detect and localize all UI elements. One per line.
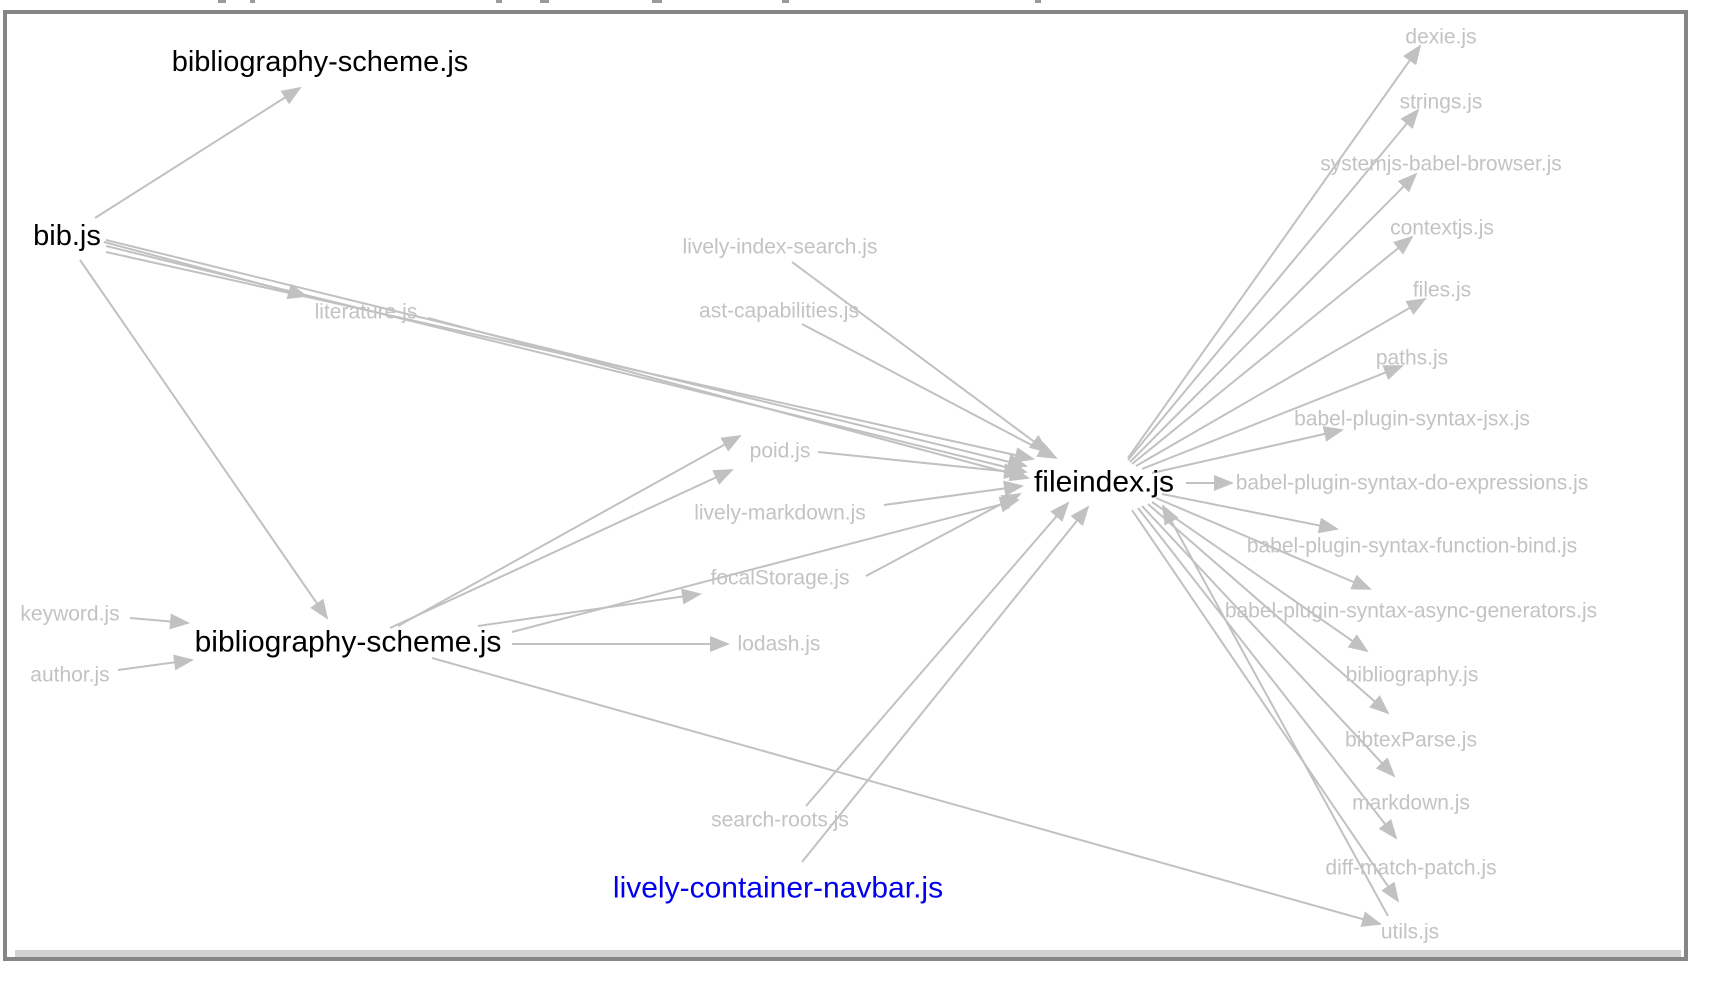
node-search-roots-js[interactable]: search-roots.js: [711, 809, 849, 832]
edge-bib-js-to-bibliography-scheme-top: [94, 86, 302, 219]
cropped-text-fragments: [250, 0, 255, 3]
cropped-text-fragments: [1035, 0, 1041, 3]
graph-panel-border: [3, 10, 1688, 961]
node-bib-js[interactable]: bib.js: [33, 220, 101, 252]
edge-fileindex-js-to-contextjs-js: [1131, 235, 1414, 465]
cropped-text-fragments: [218, 0, 226, 3]
node-bibtexParse-js[interactable]: bibtexParse.js: [1345, 729, 1477, 752]
node-author-js[interactable]: author.js: [30, 664, 109, 687]
edge-fileindex-js-to-utils-js: [1131, 509, 1400, 903]
node-bibliography-js[interactable]: bibliography.js: [1346, 664, 1479, 687]
node-bibliography-scheme-top[interactable]: bibliography-scheme.js: [172, 46, 469, 78]
edge-focalStorage-js-to-fileindex-js: [865, 493, 1022, 577]
edge-fileindex-js-to-strings-js: [1127, 108, 1420, 461]
cropped-text-fragments: [540, 0, 549, 3]
edge-fileindex-js-to-babel-plugin-syntax-jsx-js: [1151, 426, 1344, 474]
node-files-js[interactable]: files.js: [1413, 279, 1471, 302]
node-lively-container-navbar-js[interactable]: lively-container-navbar.js: [613, 872, 943, 905]
node-diff-match-patch-js[interactable]: diff-match-patch.js: [1325, 857, 1496, 880]
edge-author-js-to-bibliography-scheme-js: [117, 654, 194, 671]
edge-bibliography-scheme-js-to-poid-js: [397, 435, 742, 627]
horizontal-scrollbar[interactable]: [15, 950, 1681, 957]
node-literature-js[interactable]: literature.js: [315, 301, 418, 324]
edge-bib-js-to-fileindex-js: [105, 245, 1028, 476]
node-focalStorage-js[interactable]: focalStorage.js: [711, 567, 850, 590]
edge-literature-js-to-fileindex-js: [427, 317, 1030, 482]
edge-fileindex-js-to-files-js: [1135, 297, 1427, 467]
edge-lively-markdown-js-to-fileindex-js: [883, 480, 1024, 506]
edge-fileindex-js-to-dexie-js: [1127, 44, 1422, 459]
node-markdown-js[interactable]: markdown.js: [1352, 792, 1470, 815]
edge-bibliography-scheme-js-to-poid-js: [389, 469, 734, 629]
node-babel-plugin-syntax-async-generators-js[interactable]: babel-plugin-syntax-async-generators.js: [1225, 600, 1597, 623]
edge-bibliography-scheme-js-to-utils-js: [431, 657, 1382, 927]
node-strings-js[interactable]: strings.js: [1400, 91, 1483, 114]
edge-fileindex-js-to-markdown-js: [1141, 505, 1396, 778]
cropped-text-fragments: [496, 0, 502, 3]
node-lodash-js[interactable]: lodash.js: [738, 633, 821, 656]
edge-fileindex-js-to-babel-plugin-syntax-async-generators-js: [1155, 497, 1372, 590]
node-contextjs-js[interactable]: contextjs.js: [1390, 217, 1494, 240]
edge-lively-container-navbar-js-to-fileindex-js: [801, 505, 1090, 863]
node-babel-plugin-syntax-jsx-js[interactable]: babel-plugin-syntax-jsx.js: [1294, 408, 1530, 431]
node-lively-index-search-js[interactable]: lively-index-search.js: [683, 236, 878, 259]
edge-search-roots-js-to-fileindex-js: [805, 501, 1070, 807]
edges-layer: [79, 44, 1427, 927]
edge-keyword-js-to-bibliography-scheme-js: [129, 613, 190, 630]
edge-utils-js-to-fileindex-js: [1162, 504, 1389, 917]
cropped-text-fragments: [782, 0, 789, 3]
cropped-text-fragments: [652, 0, 662, 3]
edge-fileindex-js-to-bibliography-js: [1151, 501, 1369, 653]
node-fileindex-js[interactable]: fileindex.js: [1034, 466, 1174, 499]
edge-fileindex-js-to-bibtexParse-js: [1147, 503, 1390, 715]
node-keyword-js[interactable]: keyword.js: [20, 603, 119, 626]
edge-poid-js-to-fileindex-js: [817, 451, 1024, 480]
node-lively-markdown-js[interactable]: lively-markdown.js: [694, 502, 866, 525]
edge-fileindex-js-to-diff-match-patch-js: [1137, 507, 1398, 840]
node-ast-capabilities-js[interactable]: ast-capabilities.js: [699, 300, 859, 323]
edge-bib-js-to-fileindex-js: [105, 239, 1028, 470]
node-utils-js[interactable]: utils.js: [1381, 921, 1439, 944]
node-babel-plugin-syntax-do-expressions-js[interactable]: babel-plugin-syntax-do-expressions.js: [1236, 472, 1589, 495]
nodes-layer: bibliography-scheme.js bib.js fileindex.js…: [20, 26, 1597, 944]
edge-ast-capabilities-js-to-fileindex-js: [801, 323, 1058, 459]
edge-lively-index-search-js-to-fileindex-js: [791, 261, 1050, 454]
node-paths-js[interactable]: paths.js: [1376, 347, 1448, 370]
edge-bibliography-scheme-js-to-fileindex-js: [511, 496, 1020, 633]
edge-bib-js-to-bibliography-scheme-js: [79, 259, 329, 620]
edge-fileindex-js-to-paths-js: [1141, 365, 1404, 470]
node-babel-plugin-syntax-function-bind-js[interactable]: babel-plugin-syntax-function-bind.js: [1247, 535, 1577, 558]
node-bibliography-scheme-js[interactable]: bibliography-scheme.js: [195, 626, 502, 659]
node-systemjs-babel-browser-js[interactable]: systemjs-babel-browser.js: [1320, 153, 1562, 176]
edge-fileindex-js-to-babel-plugin-syntax-function-bind-js: [1161, 493, 1339, 534]
node-dexie-js[interactable]: dexie.js: [1405, 26, 1476, 49]
edge-bibliography-scheme-js-to-focalStorage-js: [477, 588, 702, 627]
node-poid-js[interactable]: poid.js: [750, 440, 811, 463]
edge-fileindex-js-to-systemjs-babel-browser-js: [1129, 172, 1418, 463]
